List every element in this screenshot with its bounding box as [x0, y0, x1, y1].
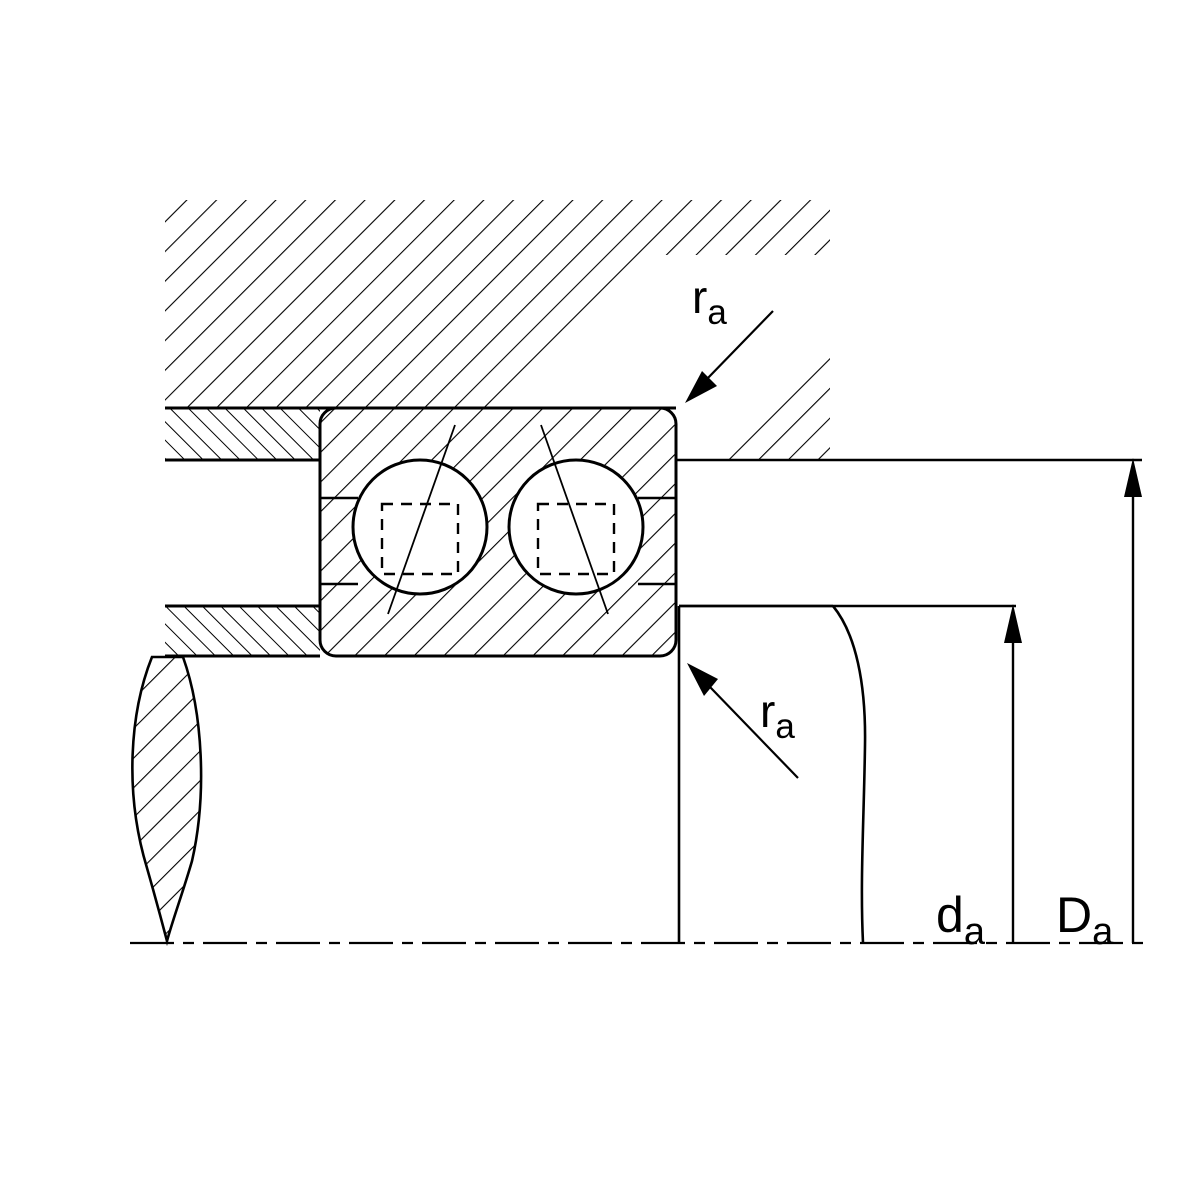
label-ra-bottom: ra [760, 685, 795, 746]
contact-line-left [387, 424, 456, 615]
ring-face-lines [320, 496, 676, 586]
shaft-shoulder-lines [165, 604, 320, 658]
label-da: da [936, 887, 986, 953]
arrowhead-da [1004, 604, 1022, 643]
leader-line-ra-bottom [709, 686, 799, 779]
housing-shoulder-strip [165, 408, 320, 460]
arrowhead-Da [1124, 458, 1142, 497]
shaft-broken-out-section [131, 655, 203, 947]
annotation-ra-top: ra [685, 271, 774, 403]
shaft-right-abutment-lines [677, 604, 833, 943]
bearing [318, 406, 678, 658]
label-ra-top: ra [692, 271, 727, 332]
ball-right [507, 458, 645, 596]
annotation-ra-bottom: ra [687, 663, 799, 779]
arrowhead-ra-top [685, 371, 717, 403]
cage-left [380, 502, 460, 576]
shaft-shoulder-strip [165, 606, 320, 656]
dimension-extension-lines [676, 458, 1142, 608]
label-Da: Da [1056, 887, 1114, 953]
cage-right [536, 502, 616, 576]
dimension-da: da [936, 604, 1022, 953]
shaft-right-contour [831, 605, 867, 944]
dimension-Da: Da [1056, 458, 1142, 953]
arrowhead-ra-bottom [687, 663, 718, 696]
ball-left [351, 458, 489, 596]
leader-line-ra-top [705, 310, 774, 381]
contact-line-right [540, 424, 609, 615]
